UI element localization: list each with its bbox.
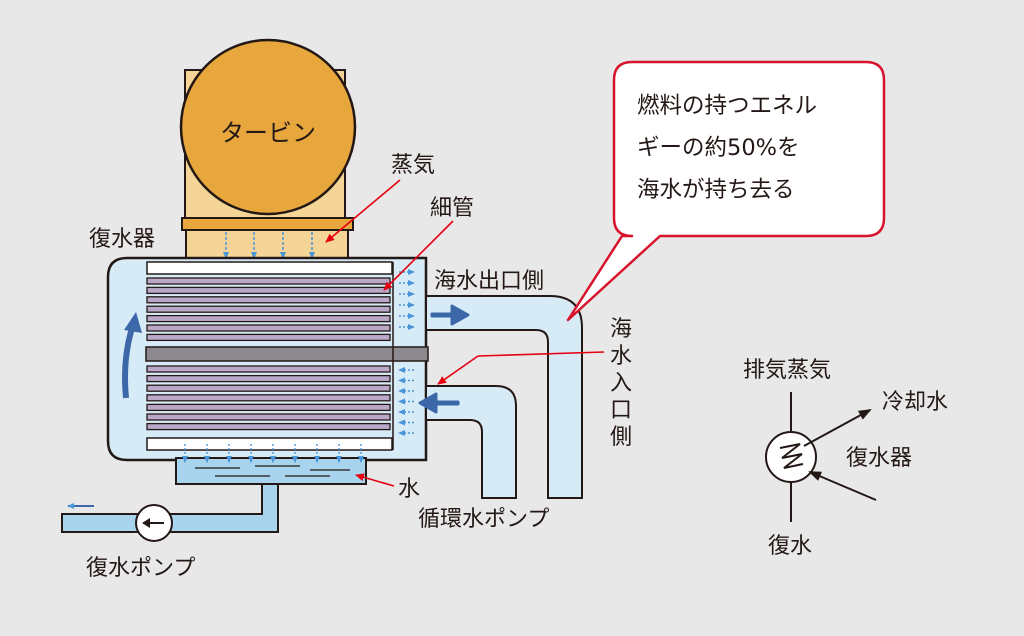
tube [146, 296, 391, 304]
tube [146, 324, 391, 332]
seawater-outlet-label: 海水出口側 [434, 269, 544, 294]
inlet-pipe [425, 385, 517, 499]
symbol-exhaust-steam-label: 排気蒸気 [743, 358, 831, 383]
turbine-exhaust-neck [185, 229, 349, 261]
water-box-arrows [398, 269, 415, 436]
seawater-inlet-char-1: 海 [610, 317, 632, 342]
symbol-condensate-label: 復水 [768, 534, 812, 559]
inlet-leader-2 [437, 355, 479, 385]
tube [146, 305, 391, 313]
steam-label: 蒸気 [391, 153, 435, 178]
tube [146, 413, 391, 421]
turbine-group: タービン [179, 38, 357, 261]
callout-line-3: 海水が持ち去る [637, 177, 795, 203]
tube [146, 403, 391, 412]
hotwell [175, 457, 367, 485]
callout-line-1: 燃料の持つエネル [637, 93, 817, 119]
seawater-inlet-char-4: 口 [610, 398, 632, 423]
symbol-condenser-label: 復水器 [846, 446, 912, 471]
steam-leader [325, 179, 401, 243]
tube [146, 314, 391, 323]
tube [146, 422, 391, 431]
tubes-leader [383, 220, 454, 291]
hotwell-group [175, 444, 367, 485]
callout-bubble [566, 60, 886, 322]
turbine-flange [181, 217, 354, 231]
outlet-flow-arrow [430, 304, 470, 326]
symbol-cooling-water-label: 冷却水 [882, 390, 948, 415]
symbol-coil [779, 443, 804, 469]
condensate-piping [61, 483, 279, 542]
tubes-upper [146, 277, 391, 342]
condensate-pipe [61, 483, 279, 533]
tube [146, 333, 391, 342]
seawater-piping [418, 295, 583, 499]
water-surface-lines [195, 465, 350, 477]
tubes-lower [146, 365, 391, 431]
circulating-pump-label: 循環水ポンプ [418, 507, 549, 532]
seawater-inlet-char-3: 入 [610, 371, 632, 396]
pump-arrowhead [142, 518, 150, 528]
condensate-drip-arrows [182, 444, 364, 463]
condenser-symbol-group: 排気蒸気 冷却水 復水器 復水 [743, 358, 948, 559]
cooling-water-in-arrow [808, 471, 877, 501]
tube [146, 394, 391, 402]
callout-line-2: ギーの約50%を [637, 135, 800, 161]
tube [146, 365, 391, 373]
condensate-pump-label: 復水ポンプ [86, 556, 195, 581]
seawater-inlet-char-2: 水 [610, 344, 632, 369]
seawater-inlet-char-5: 側 [610, 425, 632, 450]
turbine-body [179, 38, 357, 216]
condenser-group [106, 256, 429, 462]
condenser-label: 復水器 [89, 227, 155, 252]
divider-plate [145, 346, 429, 362]
shell-inner-bottom [146, 437, 393, 451]
callout: 燃料の持つエネル ギーの約50%を 海水が持ち去る [566, 60, 886, 322]
inlet-flow-arrow [418, 392, 460, 414]
tube [146, 286, 391, 295]
turbine-label: タービン [220, 119, 316, 147]
tube [146, 374, 391, 383]
steam-arrows [223, 232, 315, 259]
shell-inner-top [146, 261, 393, 275]
leader-lines [325, 179, 605, 487]
tube [146, 384, 391, 392]
water-label: 水 [398, 477, 420, 502]
tubes-label: 細管 [430, 196, 474, 221]
circulation-arrowhead [124, 312, 142, 333]
inlet-leader [477, 351, 605, 357]
water-leader [355, 473, 395, 487]
tube [146, 277, 391, 285]
cooling-water-out-arrow [803, 409, 872, 447]
